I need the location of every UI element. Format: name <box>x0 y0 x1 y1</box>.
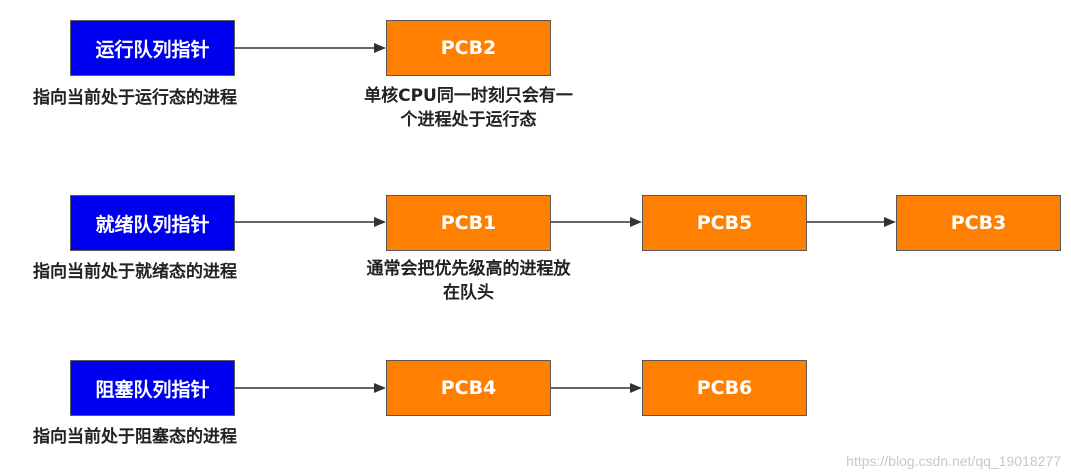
ready-queue-pointer: 就绪队列指针 <box>70 195 235 251</box>
pcb-node-pcb5: PCB5 <box>642 195 807 251</box>
arrow-pcb5-to-pcb3 <box>807 217 896 227</box>
arrow-pcb1-to-pcb5 <box>551 217 642 227</box>
ready-queue-note: 通常会把优先级高的进程放 在队头 <box>330 257 607 305</box>
arrow-pcb4-to-pcb6 <box>551 383 642 393</box>
watermark: https://blog.csdn.net/qq_19018277 <box>846 453 1061 469</box>
pcb-node-pcb2: PCB2 <box>386 20 551 76</box>
running-queue-note-line2: 个进程处于运行态 <box>400 110 537 130</box>
arrow-ready-ptr-to-pcb1 <box>235 217 386 227</box>
blocked-queue-pointer: 阻塞队列指针 <box>70 360 235 416</box>
ready-queue-note-line1: 通常会把优先级高的进程放 <box>366 259 571 279</box>
blocked-queue-pointer-desc: 指向当前处于阻塞态的进程 <box>33 427 237 447</box>
running-queue-note: 单核CPU同一时刻只会有一 个进程处于运行态 <box>330 84 607 132</box>
ready-queue-pointer-desc: 指向当前处于就绪态的进程 <box>33 262 237 282</box>
arrow-blocked-ptr-to-pcb4 <box>235 383 386 393</box>
pcb-node-pcb3: PCB3 <box>896 195 1061 251</box>
pcb-node-pcb4: PCB4 <box>386 360 551 416</box>
running-queue-note-line1: 单核CPU同一时刻只会有一 <box>364 86 573 106</box>
arrow-running-ptr-to-pcb2 <box>235 43 386 53</box>
ready-queue-note-line2: 在队头 <box>443 283 494 303</box>
pcb-node-pcb6: PCB6 <box>642 360 807 416</box>
running-queue-pointer-desc: 指向当前处于运行态的进程 <box>33 88 237 108</box>
running-queue-pointer: 运行队列指针 <box>70 20 235 76</box>
pcb-node-pcb1: PCB1 <box>386 195 551 251</box>
